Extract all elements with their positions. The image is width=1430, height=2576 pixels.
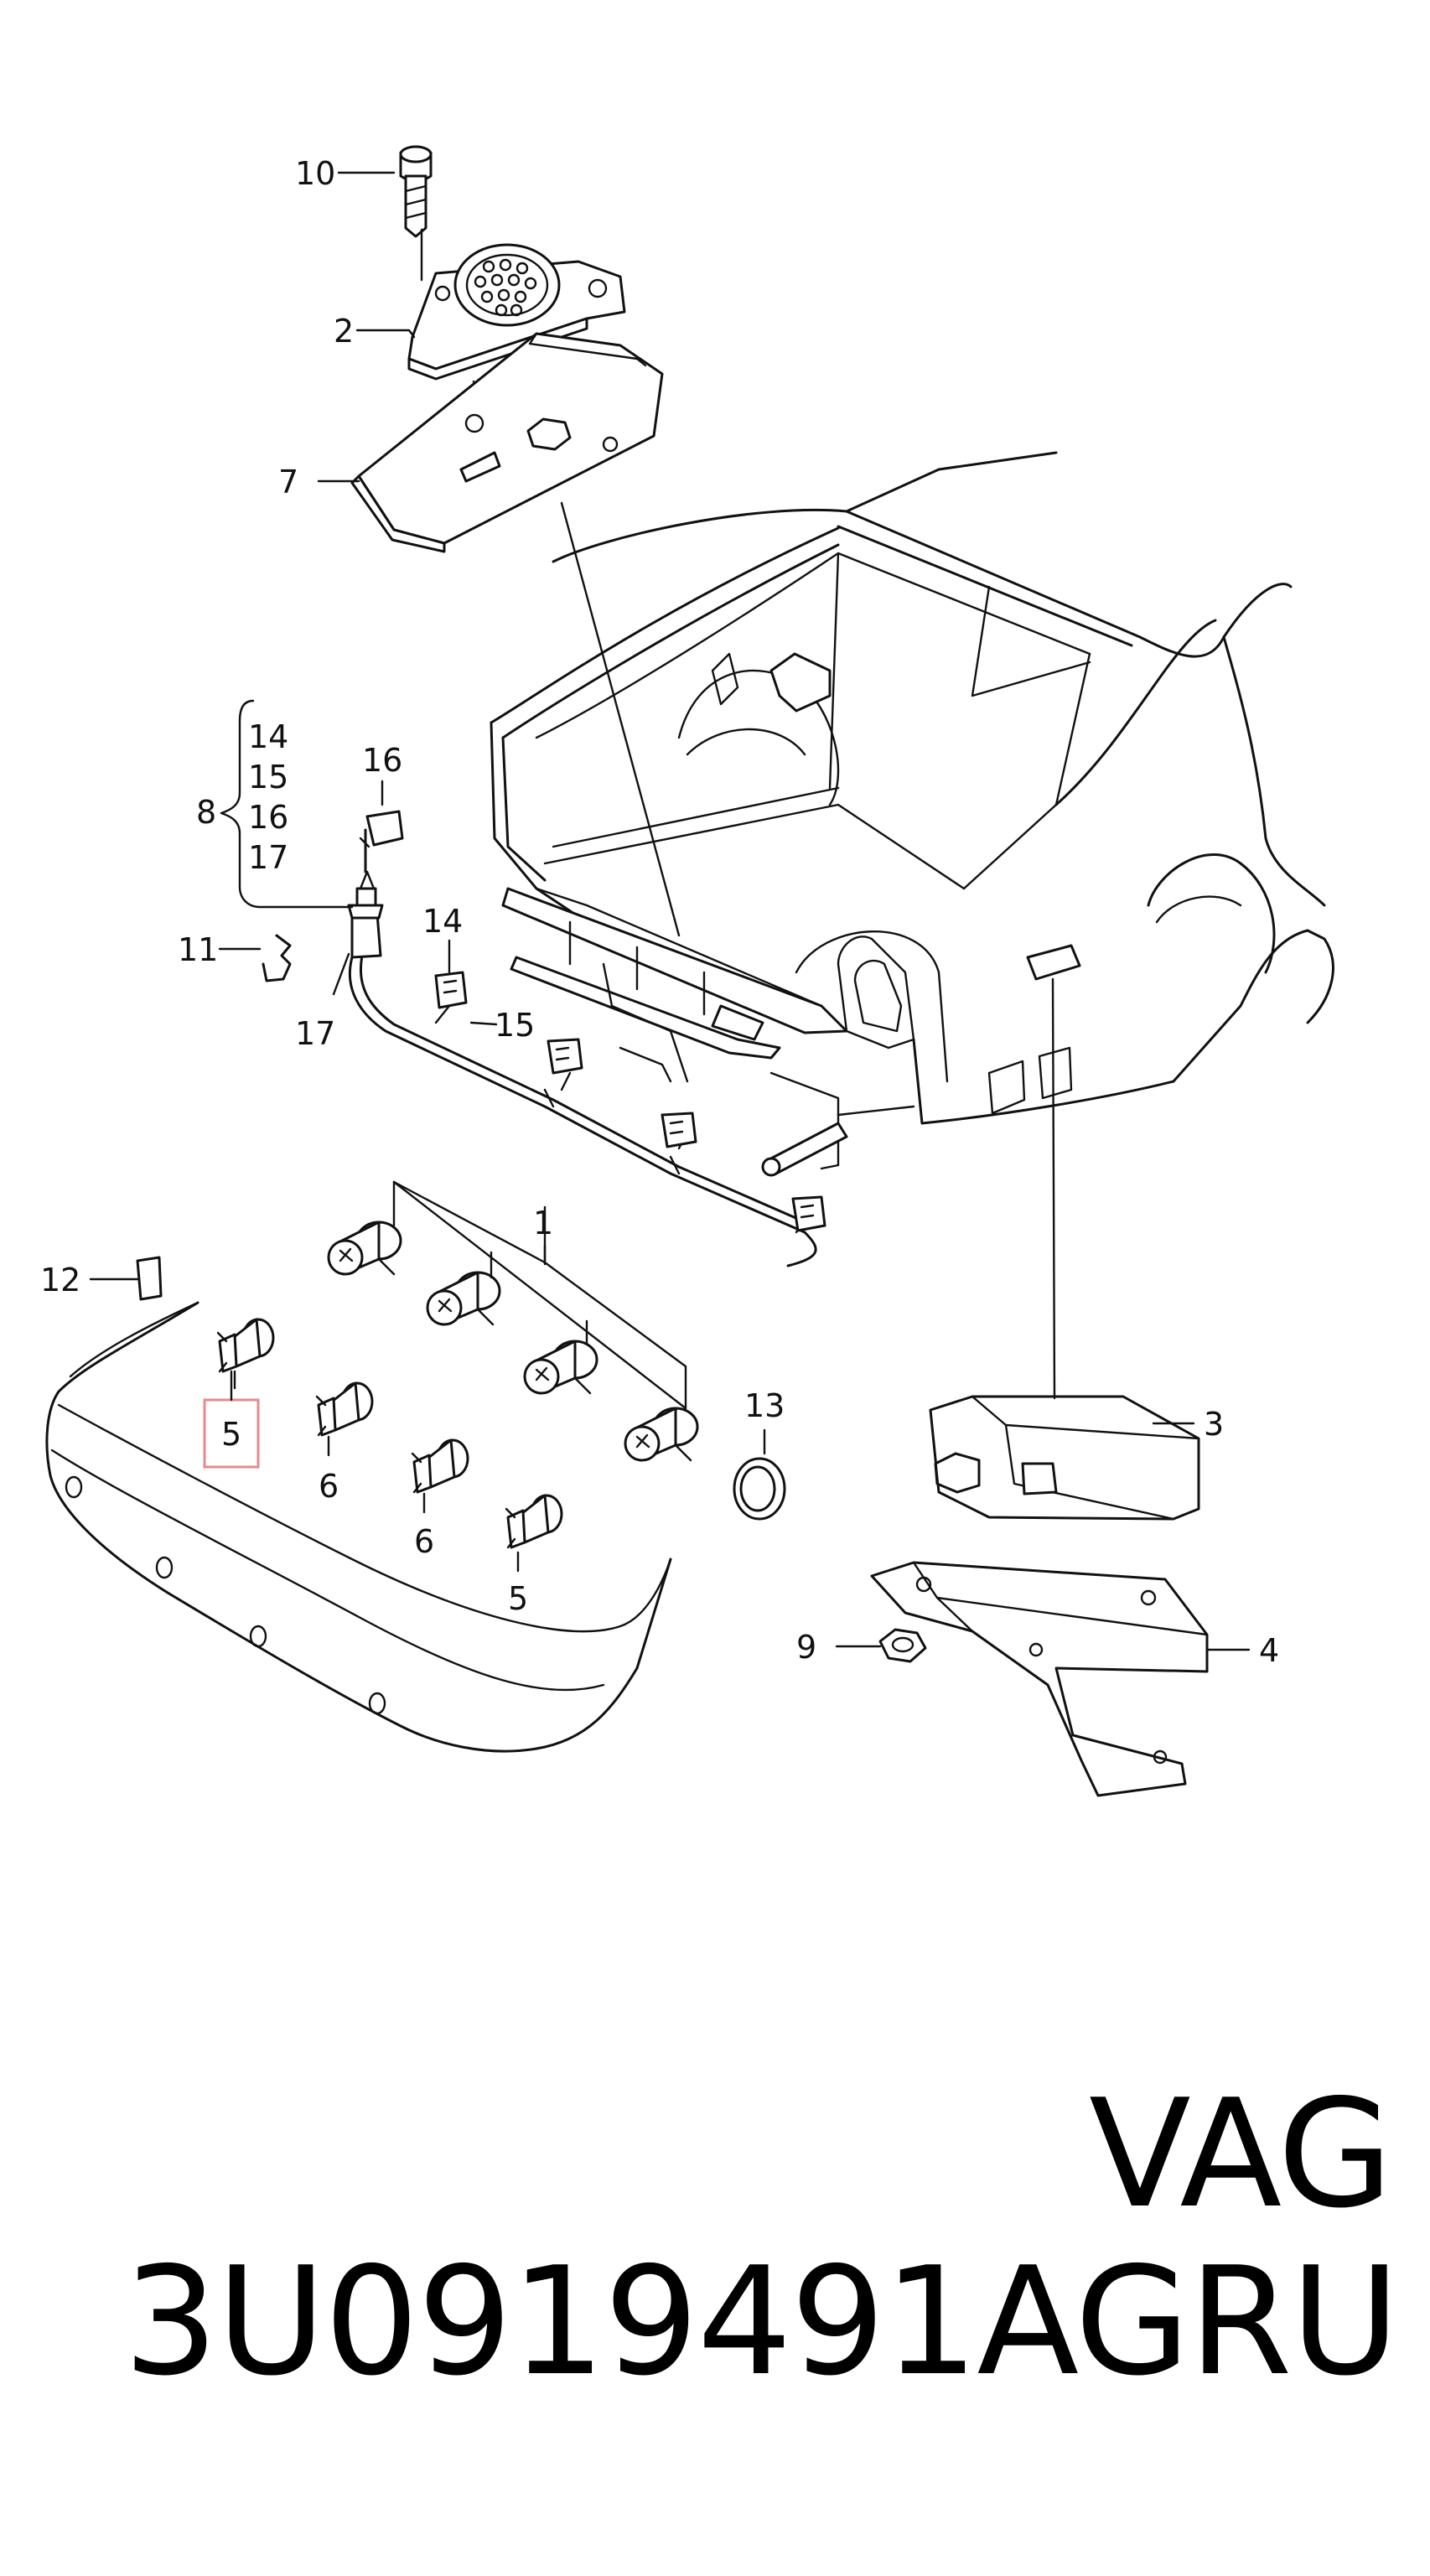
callout-16: 16 xyxy=(362,742,402,779)
leader-lines xyxy=(89,171,1251,1651)
callout-6-b: 6 xyxy=(414,1523,434,1560)
parking-sensors-part-1 xyxy=(327,1180,699,1462)
bracket-part-4 xyxy=(870,1561,1209,1797)
callout-4: 4 xyxy=(1259,1632,1279,1669)
nut-part-9 xyxy=(878,1628,927,1663)
callout-3: 3 xyxy=(1204,1406,1224,1443)
ring-part-13 xyxy=(733,1457,786,1521)
callout-1: 1 xyxy=(533,1205,553,1241)
part-number: 3U0919491AGRU xyxy=(123,2235,1400,2408)
callout-14-group: 14 xyxy=(248,718,288,755)
callout-12: 12 xyxy=(40,1262,80,1298)
callout-17: 17 xyxy=(295,1015,335,1052)
buzzer-part-2 xyxy=(407,243,626,417)
bottom-caption: 3U0919491AGRU VAG xyxy=(32,2067,1407,2406)
callout-10: 10 xyxy=(295,155,335,192)
callout-17-group: 17 xyxy=(248,839,288,876)
callout-13: 13 xyxy=(744,1387,785,1424)
brand-name: VAG xyxy=(1089,2067,1393,2241)
screw-part-10 xyxy=(399,145,433,282)
connector-14-15 xyxy=(434,971,826,1232)
rear-bumper xyxy=(45,1301,672,1753)
mounting-plate-part-7 xyxy=(350,332,664,553)
callout-11: 11 xyxy=(178,931,218,968)
car-body-rear xyxy=(490,451,1334,1177)
pad-part-12 xyxy=(136,1256,163,1301)
callout-labels: 10 2 7 8 14 15 16 17 16 11 17 14 15 1 12… xyxy=(40,155,1279,1669)
callout-5-highlighted: 5 xyxy=(221,1416,241,1453)
clip-part-11 xyxy=(262,934,292,982)
callout-15-group: 15 xyxy=(248,759,288,796)
sensor-holders-part-5-6 xyxy=(216,1318,563,1549)
callout-5-b: 5 xyxy=(508,1580,528,1617)
callout-7: 7 xyxy=(278,464,298,500)
control-module-part-3 xyxy=(929,1395,1200,1521)
callout-6-a: 6 xyxy=(319,1468,339,1505)
sensor-holder-part-5-highlighted xyxy=(216,1318,275,1373)
wiring-harness-part-8 xyxy=(347,810,826,1267)
callout-9: 9 xyxy=(796,1629,816,1666)
callout-8: 8 xyxy=(196,794,216,831)
callout-15: 15 xyxy=(495,1007,535,1044)
callout-16-group: 16 xyxy=(248,799,288,836)
parts-diagram: 10 2 7 8 14 15 16 17 16 11 17 14 15 1 12… xyxy=(40,145,1334,1797)
callout-14: 14 xyxy=(422,903,463,940)
callout-2: 2 xyxy=(334,313,354,350)
